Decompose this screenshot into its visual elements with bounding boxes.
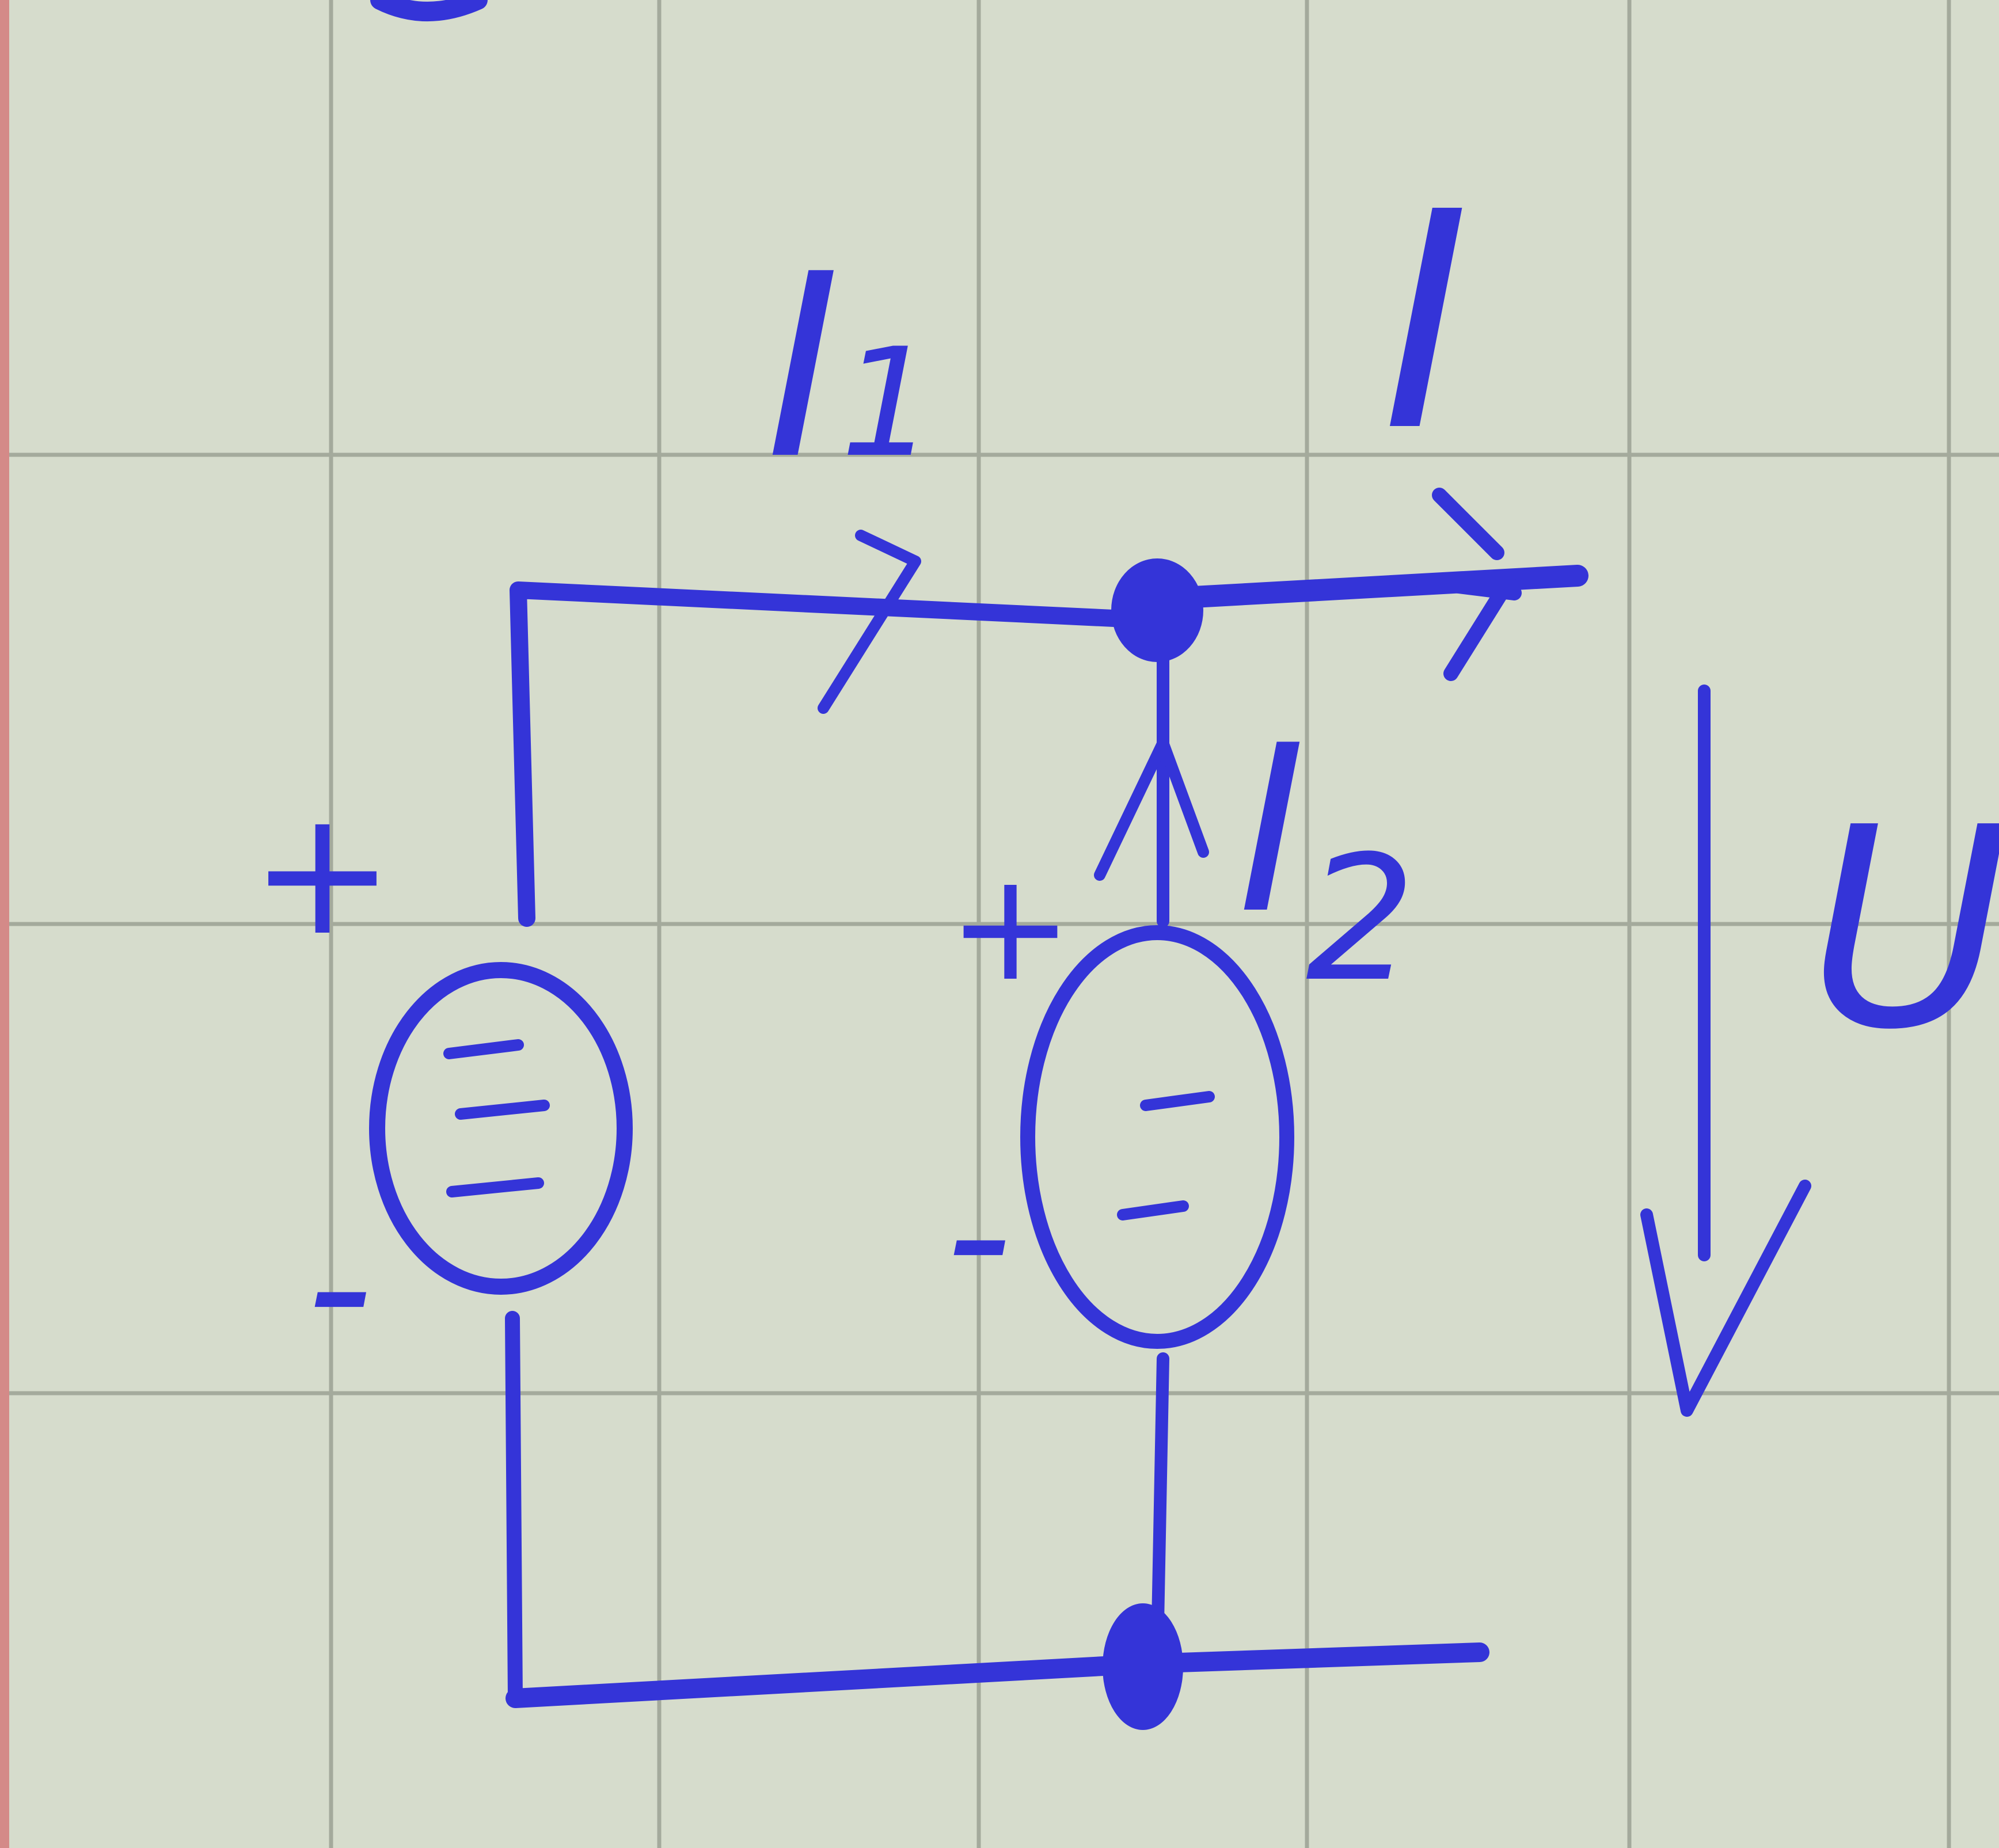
voltage-source-left: [369, 962, 633, 1295]
top-node: [1111, 558, 1203, 662]
label-i1-base: I: [766, 220, 841, 515]
source-left-bar: [446, 1177, 544, 1197]
source-left-circle: [369, 962, 633, 1295]
voltage-source-right: [1020, 925, 1294, 1349]
source-right-bar: [1140, 1091, 1215, 1111]
wire-right-bottom: [1151, 1352, 1169, 1659]
polarity-signs: + - + -: [250, 773, 1073, 1394]
source-right-minus: -: [945, 1128, 1012, 1342]
wire-top-left: [510, 581, 1134, 927]
source-right-plus: +: [948, 841, 1073, 1014]
label-i2-subscript: 2: [1306, 819, 1416, 1020]
label-i1-subscript: 1: [841, 317, 936, 490]
label-i2: I2: [1238, 697, 1416, 1020]
source-left-minus: -: [306, 1180, 373, 1394]
labels: I1 I I2 U: [766, 148, 1999, 1090]
arrow-i2: [1094, 737, 1209, 881]
arrow-i1: [818, 530, 921, 714]
label-i2-base: I: [1238, 697, 1306, 964]
source-left-bar: [443, 1039, 524, 1059]
source-right-bar: [1117, 1200, 1189, 1220]
source-right-circle: [1020, 925, 1294, 1349]
source-left-bar: [455, 1100, 550, 1120]
label-u: U: [1808, 769, 1999, 1090]
paper-margin-line: [0, 0, 9, 1848]
nodes: [1103, 558, 1203, 1730]
ink-blot: [370, 0, 488, 21]
arrow-i: [1415, 488, 1522, 681]
label-i1: I1: [766, 220, 936, 515]
source-left-plus: +: [250, 773, 394, 974]
wire-left-bottom: [505, 1311, 523, 1706]
arrow-u-head: [1640, 1180, 1811, 1417]
label-i: I: [1382, 148, 1470, 497]
bottom-node: [1103, 1603, 1183, 1730]
